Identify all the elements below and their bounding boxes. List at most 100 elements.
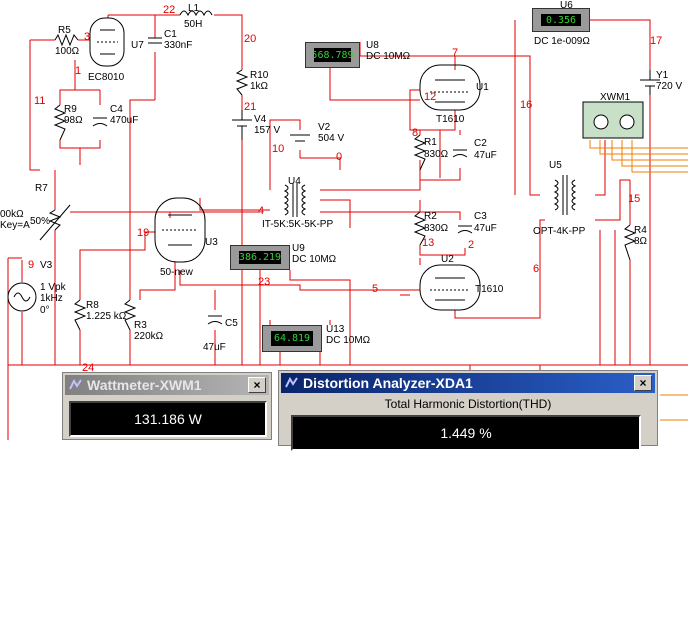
c1-name: C1 [164,29,177,40]
close-icon: × [253,378,261,392]
u4-value: IT-5K:5K-5K-PP [262,219,333,230]
net-label: 3 [84,31,90,43]
net-label: 17 [650,35,662,47]
wattmeter-title: Wattmeter-XWM1 [87,377,202,393]
u8-name: U8 [366,40,379,51]
wattmeter-app-icon [69,379,82,390]
u5-name: U5 [549,160,562,171]
ammeter-u6[interactable]: 0.356 [532,8,590,32]
r9-value: 98Ω [64,115,83,126]
u1-value: T1610 [436,114,465,125]
net-label: 15 [628,193,640,205]
distortion-titlebar[interactable]: Distortion Analyzer-XDA1 × [281,373,655,393]
net-label: 11 [34,95,45,107]
v3-phase: 0° [40,305,50,316]
r1-value: 830Ω [424,149,449,160]
r10-value: 1kΩ [250,81,269,92]
net-label: 0 [336,151,342,163]
u2-name: U2 [441,254,454,265]
l1-value: 50H [184,19,202,30]
v4-name: V4 [254,114,267,125]
wattmeter-leads [589,140,688,421]
r8-name: R8 [86,300,99,311]
r7-resistance: 00kΩ [0,209,24,220]
net-label: 5 [372,283,378,295]
net-label: 10 [272,143,284,155]
u6-name: U6 [560,0,573,11]
v3-frequency: 1kHz [40,293,63,304]
voltmeter-u9[interactable]: 386.219 [230,245,290,270]
distortion-close-button[interactable]: × [634,375,652,391]
r2-value: 830Ω [424,223,449,234]
net-label: 13 [422,237,434,249]
net-label: 4 [258,205,264,217]
wattmeter-window[interactable]: Wattmeter-XWM1 × 131.186 W [62,372,272,440]
net-label: 9 [28,259,34,271]
u5-value: OPT-4K-PP [533,226,586,237]
u1-name: U1 [476,82,489,93]
net-label: 21 [244,101,256,113]
u6-reading: 0.356 [541,14,581,26]
c5-name: C5 [225,318,238,329]
r5-name: R5 [58,25,71,36]
u9-name: U9 [292,243,305,254]
u3-name: U3 [205,237,218,248]
r1-name: R1 [424,137,437,148]
r3-value: 220kΩ [134,331,164,342]
v3-name: V3 [40,260,53,271]
net-label: 19 [137,227,149,239]
v2-value: 504 V [318,133,344,144]
u9-mode: DC 10MΩ [292,254,337,265]
net-label: 6 [533,263,539,275]
c4-name: C4 [110,104,123,115]
r3-name: R3 [134,320,147,331]
distortion-app-icon [285,377,298,388]
net-label: 24 [82,362,94,374]
net-label: 8 [412,127,418,139]
u13-name: U13 [326,324,345,335]
v3-amplitude: 1 Vpk [40,282,67,293]
r5-value: 100Ω [55,46,80,57]
c4-value: 470uF [110,115,138,126]
l1-name: L1 [188,3,200,14]
net-label: 7 [452,47,458,59]
component-labels: R5 100Ω U7 EC8010 C1 330nF L1 50H R10 1k… [0,3,682,353]
r2-name: R2 [424,211,437,222]
c2-name: C2 [474,138,487,149]
u8-reading: 568.789 [311,48,354,62]
xwm1-name: XWM1 [600,92,630,103]
c3-name: C3 [474,211,487,222]
v2-name: V2 [318,122,331,133]
wattmeter-readout: 131.186 W [69,401,267,437]
voltmeter-u13[interactable]: 64.819 [262,325,322,352]
net-label: 20 [244,33,256,45]
u7-value: EC8010 [88,72,125,83]
net-label: 2 [468,239,474,251]
distortion-analyzer-window[interactable]: Distortion Analyzer-XDA1 × Total Harmoni… [278,370,658,451]
c2-value: 47uF [474,150,497,161]
wattmeter-titlebar[interactable]: Wattmeter-XWM1 × [65,375,269,395]
r8-value: 1.225 kΩ [86,311,127,322]
wires [7,14,688,440]
u13-reading: 64.819 [271,331,313,346]
r10-name: R10 [250,70,269,81]
component-symbols [7,10,660,331]
distortion-title: Distortion Analyzer-XDA1 [303,375,473,391]
u9-reading: 386.219 [238,251,282,264]
r4-name: R4 [634,225,647,236]
v4-value: 157 V [254,125,280,136]
u4-name: U4 [288,176,301,187]
u6-mode: DC 1e-009Ω [534,36,590,47]
r7-value: 50% [30,216,50,227]
r4-value: 8Ω [634,236,648,247]
wattmeter-close-button[interactable]: × [248,377,266,393]
thd-value: 1.449 % [440,425,492,441]
r7-name: R7 [35,183,48,194]
r9-name: R9 [64,104,77,115]
u8-mode: DC 10MΩ [366,51,411,62]
u7-name: U7 [131,40,144,51]
net-label: 12 [424,91,436,103]
voltmeter-u8[interactable]: 568.789 [305,42,360,68]
y1-value: 720 V [656,81,682,92]
